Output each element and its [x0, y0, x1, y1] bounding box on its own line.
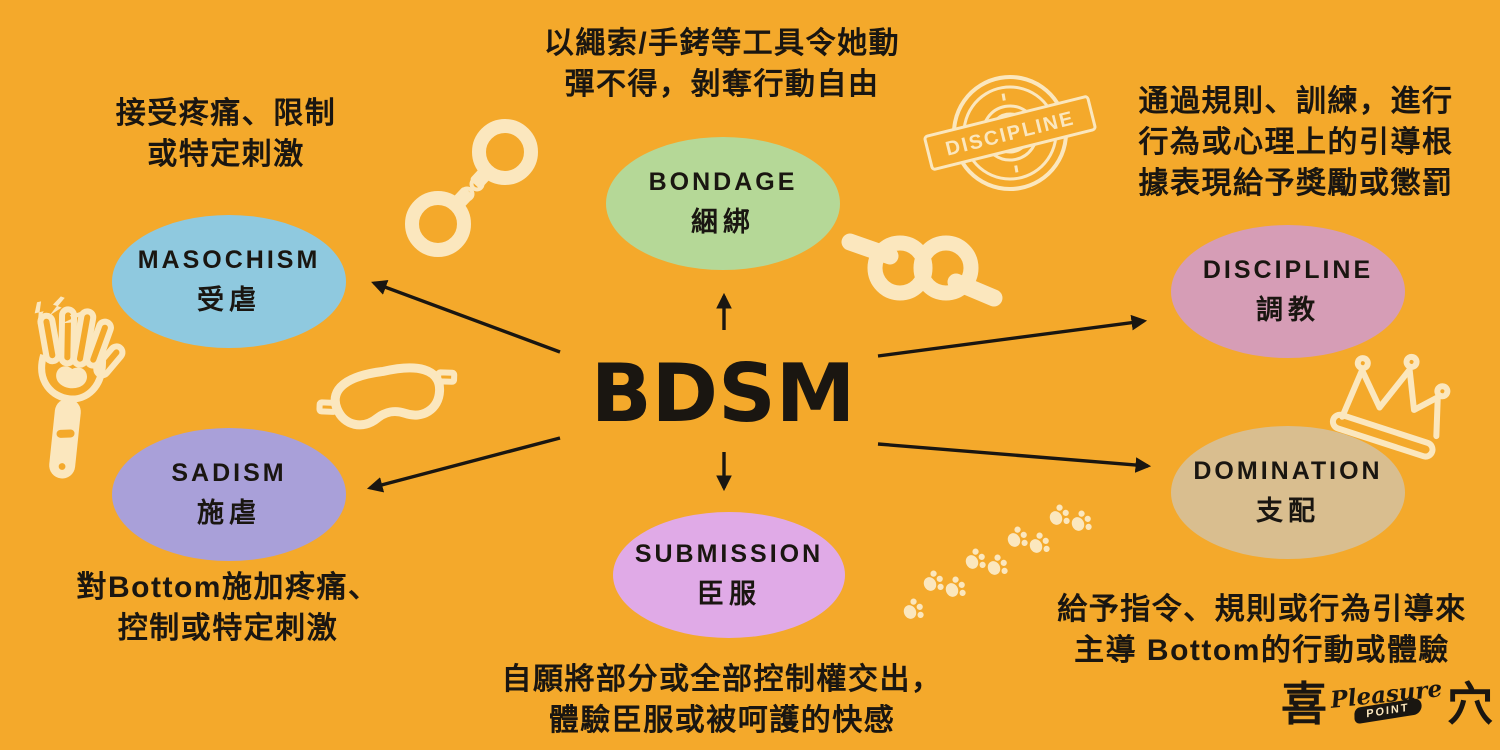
node-bondage-zh-label: 綑綁 [691, 207, 755, 237]
node-discipline-zh-label: 調教 [1256, 295, 1320, 325]
desc-domination-line2: 主導 Bottom的行動或體驗 [1074, 633, 1450, 667]
stamp-label: DISCIPLINE [943, 107, 1077, 160]
node-domination-en-label: DOMINATION [1193, 457, 1383, 485]
blindfold-icon [316, 363, 458, 430]
desc-sadism-line2: 控制或特定刺激 [117, 611, 339, 645]
desc-submission: 自願將部分或全部控制權交出， 體驗臣服或被呵護的快感 [462, 660, 982, 742]
logo-right-char: 穴 [1447, 678, 1493, 730]
node-sadism-zh-label: 施虐 [197, 498, 261, 528]
desc-masochism-line1: 接受疼痛、限制 [115, 97, 337, 130]
desc-discipline-line3: 據表現給予獎勵或懲罰 [1138, 166, 1454, 200]
desc-masochism: 接受疼痛、限制 或特定刺激 [46, 94, 406, 176]
desc-domination-line1: 給予指令、規則或行為引導來 [1057, 593, 1467, 626]
node-bondage: BONDAGE 綑綁 [606, 137, 840, 270]
desc-bondage: 以繩索/手銬等工具令她動 彈不得，剝奪行動自由 [462, 24, 982, 106]
pleasure-point-logo: 喜 Pleasure POINT 穴 [1281, 668, 1493, 740]
desc-submission-line2: 體驗臣服或被呵護的快感 [548, 703, 896, 737]
rope-knot-icon [841, 233, 1003, 307]
desc-bondage-line1: 以繩索/手銬等工具令她動 [543, 27, 901, 60]
node-masochism-zh-label: 受虐 [197, 285, 261, 315]
center-title: BDSM [590, 347, 856, 440]
node-discipline: DISCIPLINE 調教 [1171, 225, 1405, 358]
node-domination: DOMINATION 支配 [1171, 426, 1405, 559]
paddle-hand-icon [28, 295, 126, 479]
node-discipline-en-label: DISCIPLINE [1202, 256, 1374, 284]
desc-domination: 給予指令、規則或行為引導來 主導 Bottom的行動或體驗 [1025, 590, 1499, 672]
node-masochism: MASOCHISM 受虐 [112, 215, 346, 348]
logo-left-char: 喜 [1281, 678, 1327, 730]
desc-bondage-line2: 彈不得，剝奪行動自由 [564, 67, 880, 101]
desc-discipline-line1: 通過規則、訓練，進行 [1138, 85, 1454, 118]
node-sadism: SADISM 施虐 [112, 428, 346, 561]
handcuffs-icon [405, 119, 538, 257]
node-domination-zh-label: 支配 [1256, 496, 1320, 526]
node-sadism-en-label: SADISM [171, 459, 287, 487]
desc-sadism: 對Bottom施加疼痛、 控制或特定刺激 [38, 568, 418, 650]
desc-discipline-line2: 行為或心理上的引導根 [1138, 125, 1454, 159]
desc-masochism-line2: 或特定刺激 [147, 137, 305, 171]
node-submission-zh-label: 臣服 [697, 578, 761, 609]
desc-submission-line1: 自願將部分或全部控制權交出， [501, 663, 943, 696]
lightning-icon [28, 295, 84, 331]
node-submission-en-label: SUBMISSION [634, 539, 824, 568]
node-bondage-en-label: BONDAGE [648, 168, 798, 196]
node-masochism-en-label: MASOCHISM [137, 246, 321, 274]
logo-wordmark: Pleasure POINT [1329, 675, 1444, 725]
node-submission: SUBMISSION 臣服 [613, 512, 845, 638]
desc-discipline: 通過規則、訓練，進行 行為或心理上的引導根 據表現給予獎勵或懲罰 [1100, 82, 1492, 204]
desc-sadism-line1: 對Bottom施加疼痛、 [76, 571, 380, 604]
